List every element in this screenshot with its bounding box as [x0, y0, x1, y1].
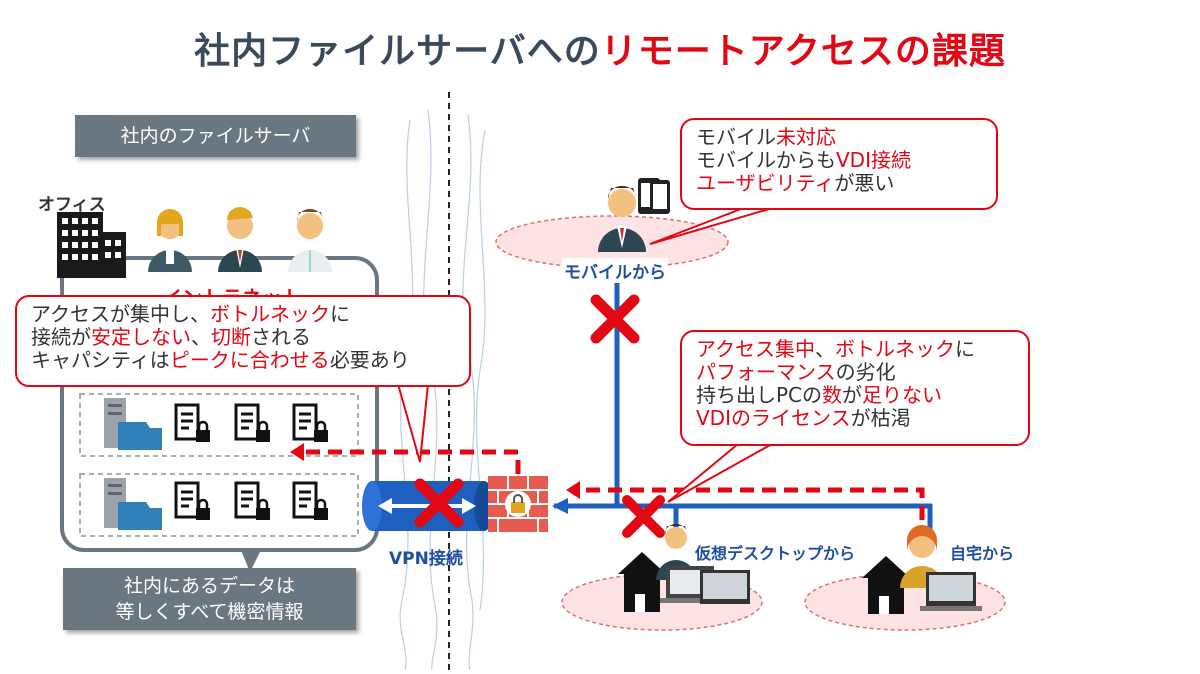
- firewall-icon: [488, 476, 548, 532]
- callout-highlight: 足りない: [862, 383, 943, 407]
- house-icon: [862, 556, 910, 614]
- lock-icon: [196, 430, 328, 520]
- server-icon: [104, 398, 162, 450]
- callout-mobile: モバイル未対応 モバイルからもVDI接続 ユーザビリティが悪い: [680, 118, 998, 210]
- callout-highlight: アクセス集中: [696, 337, 815, 361]
- data-note-line-1: 社内にあるデータは: [123, 575, 295, 597]
- callout-highlight: VDIのライセンス: [696, 406, 851, 430]
- callout-highlight: ボトルネック: [835, 337, 955, 361]
- callout-text: が枯渇: [850, 406, 911, 430]
- callout-text: される: [251, 325, 311, 349]
- vpn-label: VPN接続: [389, 549, 463, 569]
- data-note: 社内にあるデータは 等しくすべて機密情報: [63, 568, 356, 630]
- locked-document-icon: [174, 403, 318, 519]
- mobile-label: モバイルから: [562, 258, 668, 283]
- callout-text: に: [955, 337, 975, 361]
- callout-text: 持ち出しPCの: [696, 383, 823, 407]
- vpn-tunnel: [362, 481, 494, 531]
- callout-text: アクセスが集中し、: [31, 302, 210, 326]
- callout-text: モバイル: [696, 125, 776, 149]
- house-icon: [618, 552, 666, 612]
- callout-text: の劣化: [835, 360, 896, 384]
- person-icon: [218, 207, 262, 272]
- callout-highlight: 安定しない: [91, 325, 191, 349]
- callout-central-bottleneck: アクセスが集中し、ボトルネックに 接続が安定しない、切断される キャパシティはピ…: [15, 295, 471, 387]
- callout-text: 、: [815, 337, 835, 361]
- file-server-label: 社内のファイルサーバ: [75, 115, 356, 157]
- callout-highlight: ピークに合わせる: [169, 348, 330, 372]
- server-icon: [104, 478, 162, 530]
- title-part-2: リモートアクセスの課題: [600, 31, 1006, 72]
- tablet-icon: [650, 180, 670, 214]
- callout-text: 、: [191, 325, 211, 349]
- callout-highlight: 未対応: [776, 125, 836, 149]
- callout-highlight: 切断: [211, 325, 251, 349]
- callout-text: が: [842, 383, 863, 407]
- person-icon: [288, 208, 332, 272]
- boundary-waves: [399, 109, 486, 671]
- file-server-label-text: 社内のファイルサーバ: [120, 125, 311, 147]
- home-label: 自宅から: [950, 544, 1015, 563]
- person-icon: [598, 185, 646, 252]
- callout-text: モバイルからも: [696, 148, 836, 172]
- vdi-label: 仮想デスクトップから: [695, 544, 856, 563]
- cross-icon: [414, 478, 464, 528]
- callout-highlight: 数: [822, 383, 843, 407]
- callout-vdi-pointer: [667, 443, 776, 503]
- callout-highlight: VDI接続: [836, 148, 911, 172]
- laptop-icon: [920, 572, 982, 611]
- callout-text: に: [330, 302, 350, 326]
- page-title: 社内ファイルサーバへのリモートアクセスの課題: [0, 22, 1200, 74]
- data-note-line-2: 等しくすべて機密情報: [115, 601, 304, 623]
- callout-vdi: アクセス集中、ボトルネックに パフォーマンスの劣化 持ち出しPCの数が足りない …: [680, 330, 1030, 446]
- callout-highlight: ボトルネック: [210, 302, 330, 326]
- office-label: オフィス: [38, 195, 106, 215]
- person-icon: [148, 209, 192, 272]
- callout-text: キャパシティは: [31, 348, 170, 372]
- title-part-1: 社内ファイルサーバへの: [194, 31, 601, 72]
- callout-text: が悪い: [834, 171, 895, 195]
- cross-icon: [622, 495, 665, 538]
- arrow-head: [552, 498, 568, 514]
- callout-text: 必要あり: [329, 348, 410, 372]
- callout-text: 接続が: [31, 325, 91, 349]
- callout-highlight: ユーザビリティ: [696, 171, 835, 195]
- callout-highlight: パフォーマンス: [696, 360, 836, 384]
- cross-icon: [590, 294, 640, 344]
- traffic-flow: [300, 449, 925, 520]
